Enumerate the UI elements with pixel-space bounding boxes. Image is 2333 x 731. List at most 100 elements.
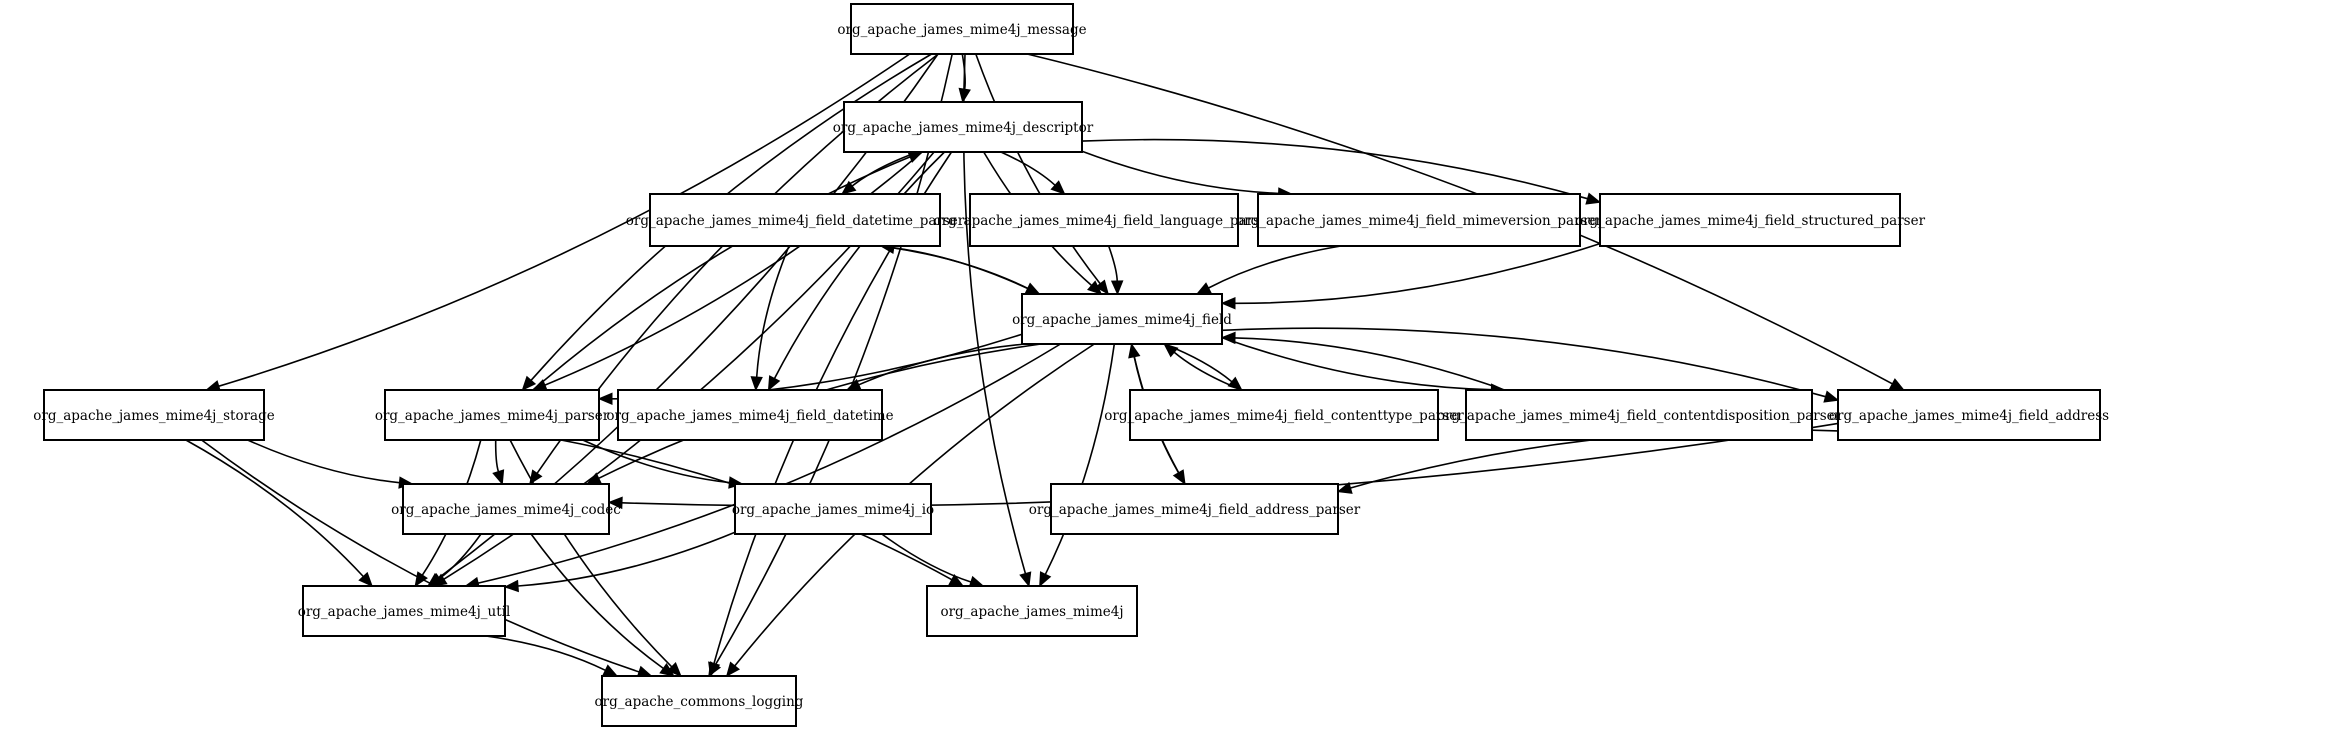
edge-line [1234,242,1601,305]
node-label: org_apache_james_mime4j_field_datetime_p… [626,213,965,229]
node-label: org_apache_james_mime4j_util [298,604,511,620]
node-box [926,585,1138,637]
arrowhead [1336,481,1353,494]
package-node-io: org_apache_james_mime4j_io [732,483,934,535]
edge-line [1173,351,1243,391]
edge-field_mimeversion_parser-to-field [1195,245,1342,295]
arrowhead [1585,192,1602,205]
package-node-commons-logging: org_apache_commons_logging [595,675,804,727]
node-label: org_apache_james_mime4j_io [732,502,934,518]
node-box [601,675,797,727]
edge-field-to-field_address [1221,327,1840,403]
node-label: org_apache_james_mime4j_field_address_pa… [1029,502,1361,518]
node-label: org_apache_james_mime4j_descriptor [833,120,1094,136]
edge-field-to-field_datetime_parser [879,241,1040,295]
arrowhead [840,180,857,195]
node-label: org_apache_james_mime4j_codec [391,502,621,518]
arrowhead [1163,343,1179,358]
edge-field_datetime_parser-to-field [880,245,1041,295]
package-node-util: org_apache_james_mime4j_util [298,585,511,637]
edge-line [975,53,1101,285]
edge-descriptor-to-field_structured_parser [1081,138,1602,205]
edge-line [185,439,364,578]
edge-line [1107,245,1118,282]
node-box [843,101,1083,153]
edge-line [530,533,664,670]
node-label: org_apache_james_mime4j [940,604,1123,620]
edge-line [1027,53,1893,385]
edge-line [201,439,640,673]
arrowhead [725,661,741,677]
arrowhead [750,376,763,392]
node-label: org_apache_james_mime4j_field_contenttyp… [1104,408,1464,424]
edge-line [755,245,790,378]
arrowhead [708,661,721,678]
arrowhead [1050,180,1066,195]
arrowhead [1195,282,1212,295]
edge-field_language_parser-to-field [1107,245,1124,296]
package-node-field-structured-parser: org_apache_james_mime4j_field_structured… [1575,193,1926,247]
edge-line [517,531,736,587]
package-node-field-contenttype-parser: org_apache_james_mime4j_field_contenttyp… [1104,389,1464,441]
node-label: org_apache_james_mime4j_field_contentdis… [1437,408,1842,424]
node-box [1465,389,1813,441]
package-node-parser: org_apache_james_mime4j_parser [375,389,610,441]
node-box [1129,389,1439,441]
node-label: org_apache_commons_logging [595,694,804,710]
edge-io-to-mime4j [881,533,985,588]
package-node-field-address: org_apache_james_mime4j_field_address [1829,389,2109,441]
arrowhead [659,662,675,677]
node-box [384,389,600,441]
node-label: org_apache_james_mime4j_field [1012,312,1232,328]
edge-line [1081,138,1588,200]
edge-parser-to-commons_logging [509,439,682,677]
arrowhead [597,392,613,406]
edge-storage-to-util [185,439,373,587]
node-box [43,389,265,441]
edge-codec-to-util [427,533,482,587]
edge-message-to-field [975,53,1109,296]
arrowhead [1128,342,1141,359]
node-label: org_apache_james_mime4j_field_language_p… [934,213,1275,229]
package-node-storage: org_apache_james_mime4j_storage [33,389,275,441]
package-node-field-language-parser: org_apache_james_mime4j_field_language_p… [934,193,1275,247]
package-node-message: org_apache_james_mime4j_message [837,3,1087,55]
edge-util-to-commons_logging [485,635,619,677]
arrowhead [521,375,537,391]
node-box [850,3,1074,55]
edge-line [1221,336,1492,391]
node-box [402,483,610,535]
edge-line [880,245,1029,290]
node-label: org_apache_james_mime4j_field_datetime [606,408,893,424]
edge-storage-to-codec [247,439,414,489]
node-box [649,193,941,247]
package-node-field: org_apache_james_mime4j_field [1012,293,1232,345]
edge-field-to-mime4j [1039,343,1116,588]
node-label: org_apache_james_mime4j_message [837,22,1086,38]
edge-line [218,53,911,387]
arrowhead [529,469,543,486]
node-label: org_apache_james_mime4j_storage [33,408,274,424]
edge-line [439,533,482,580]
edge-field_structured_parser-to-field [1220,242,1601,310]
edge-parser-to-codec [492,439,505,486]
edge-field_datetime_parser-to-field_datetime [750,245,790,392]
edge-storage-to-commons_logging [201,439,653,678]
arrowhead [602,664,619,677]
node-label: org_apache_james_mime4j_field_address [1829,408,2109,424]
edge-descriptor-to-field_mimeversion_parser [1081,150,1293,200]
edge-field_contentdisposition_parser-to-field [1220,331,1505,391]
arrowhead [1094,279,1109,296]
arrowhead [1220,297,1236,310]
package-nodes: org_apache_james_mime4j_message org_apach… [33,3,2109,727]
package-node-field-contentdisposition-parser: org_apache_james_mime4j_field_contentdis… [1437,389,1842,441]
edge-line [1221,327,1826,398]
edge-field-to-field_contentdisposition_parser [1221,336,1506,396]
edge-line [1208,245,1342,289]
node-box [1021,293,1223,345]
package-node-field-datetime: org_apache_james_mime4j_field_datetime [606,389,894,441]
arrowhead [767,375,781,392]
arrowhead [1039,571,1052,588]
edge-line [485,635,606,672]
